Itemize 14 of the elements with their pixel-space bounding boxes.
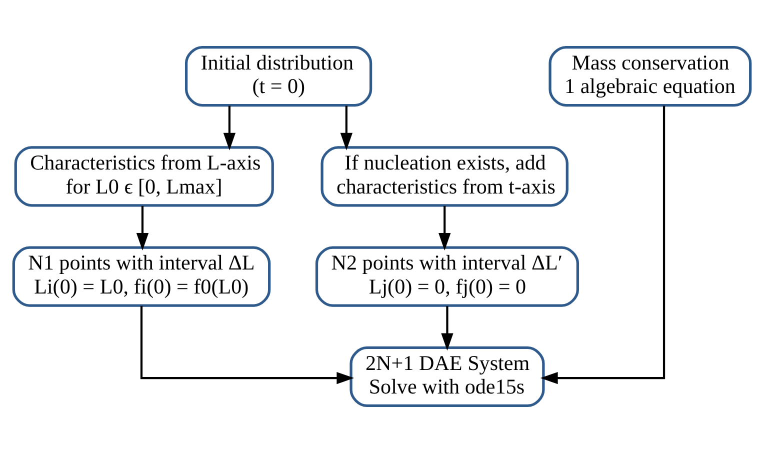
arrow	[136, 205, 149, 250]
arrow	[140, 305, 354, 384]
node-box: N1 points with interval ΔL Li(0) = L0, fi(0) = f0(L0)	[12, 246, 271, 306]
node-box: Initial distribution (t = 0)	[184, 45, 372, 106]
node-box: N2 points with interval ΔL′ Lj(0) = 0, fj(0) = 0	[315, 246, 580, 306]
arrow	[438, 205, 451, 250]
node-box: If nucleation exists, add characteristics from t-axis	[320, 146, 568, 206]
arrow	[340, 105, 353, 150]
arrow	[540, 105, 666, 384]
node-box: 2N+1 DAE System Solve with ode15s	[350, 346, 545, 407]
node-box: Characteristics from L-axis for L0 ϵ [0, Lmax]	[14, 146, 274, 206]
node-box: Mass conservation 1 algebraic equation	[548, 45, 752, 106]
arrow	[223, 105, 236, 150]
arrow	[441, 306, 454, 350]
